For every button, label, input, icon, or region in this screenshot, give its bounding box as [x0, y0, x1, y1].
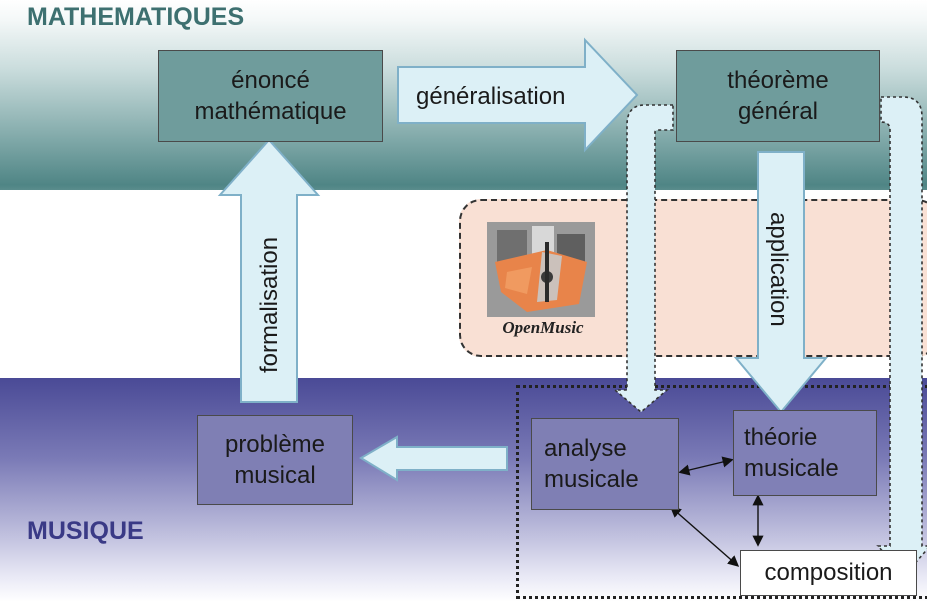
analyse-theorie-connector	[678, 456, 734, 476]
music-analysis-region	[516, 385, 927, 599]
formalisation-arrow	[217, 138, 321, 403]
theoreme-to-composition-dotted-arrow	[876, 96, 927, 578]
mathematics-band-label: MATHEMATIQUES	[27, 3, 245, 31]
analyse-musicale-label: analyse musicale	[544, 434, 639, 493]
enonce-mathematique-box: énoncé mathématique	[158, 50, 383, 142]
generalisation-label: généralisation	[416, 83, 565, 110]
probleme-musical-label: problème musical	[224, 430, 326, 489]
probleme-musical-box: problème musical	[197, 415, 353, 505]
theoreme-general-label: théorème général	[727, 66, 829, 125]
theorie-musicale-label: théorie musicale	[744, 423, 839, 482]
theoreme-to-analyse-dotted-arrow	[612, 104, 674, 414]
analyse-composition-connector	[669, 506, 740, 567]
openmusic-logo	[487, 222, 595, 317]
analyse-musicale-box: analyse musicale	[531, 418, 679, 510]
to-probleme-arrow	[359, 435, 508, 482]
generalisation-arrow	[397, 37, 639, 153]
openmusic-caption: OpenMusic	[502, 318, 584, 337]
application-label: application	[765, 212, 792, 327]
theorie-musicale-box: théorie musicale	[733, 410, 877, 496]
theoreme-general-box: théorème général	[676, 50, 880, 142]
formalisation-label: formalisation	[256, 237, 283, 373]
application-arrow	[733, 151, 829, 414]
composition-box: composition	[740, 550, 917, 596]
music-band-label: MUSIQUE	[27, 517, 144, 545]
enonce-mathematique-label: énoncé mathématique	[194, 66, 347, 125]
composition-label: composition	[764, 559, 893, 587]
